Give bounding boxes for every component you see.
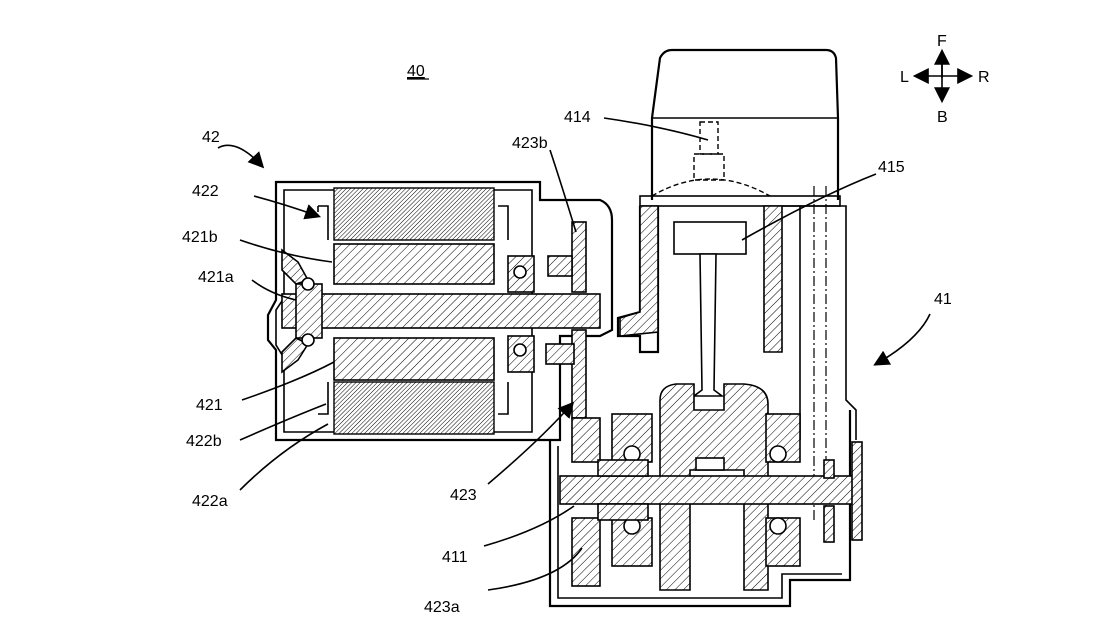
connecting-rod [691, 253, 725, 397]
label-421a: 421a [198, 269, 234, 286]
label-423: 423 [450, 487, 477, 504]
label-42: 42 [202, 129, 220, 146]
label-422: 422 [192, 183, 219, 200]
pulley-423b [571, 221, 587, 293]
direction-compass [912, 48, 974, 104]
compass-back: B [937, 109, 948, 126]
label-411: 411 [442, 549, 468, 566]
piston-415 [673, 221, 747, 255]
crankshaft-411 [559, 475, 859, 505]
compass-front: F [937, 33, 947, 50]
cylinder-head [650, 48, 840, 200]
engine-assembly-41 [548, 48, 863, 608]
figure-number: 40 [407, 63, 425, 80]
stator-coil-top [333, 187, 495, 241]
shaft-collar-left [295, 283, 323, 339]
motor-shaft [281, 293, 601, 329]
rotor-core-bottom [333, 337, 495, 381]
label-421: 421 [196, 397, 223, 414]
compass-right: R [978, 69, 990, 86]
label-414: 414 [564, 109, 591, 126]
crankshaft-web [659, 383, 769, 591]
leader-lines [217, 117, 931, 591]
label-421b: 421b [182, 229, 218, 246]
gear-423a [571, 517, 601, 587]
label-41: 41 [934, 291, 952, 308]
label-422a: 422a [192, 493, 228, 510]
motor-assembly-42 [266, 180, 614, 442]
label-423b: 423b [512, 135, 548, 152]
crankcase [548, 410, 852, 608]
stator-coil-bottom [333, 381, 495, 435]
compass-left: L [900, 69, 909, 86]
rotor-core-top [333, 243, 495, 285]
label-422b: 422b [186, 433, 222, 450]
label-423a: 423a [424, 599, 460, 616]
label-415: 415 [878, 159, 905, 176]
